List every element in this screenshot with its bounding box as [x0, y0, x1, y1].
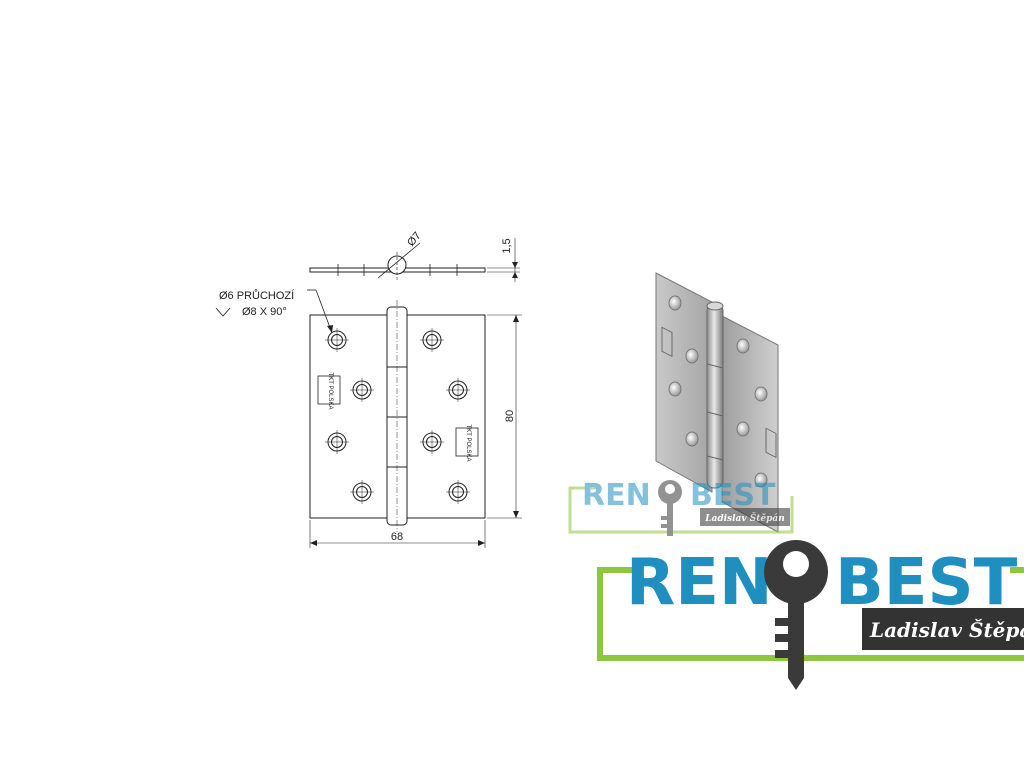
height-label: 80	[504, 410, 516, 422]
manufacturer-stamp: TKT POLSKA	[317, 373, 341, 410]
hinge-3d-render	[655, 272, 779, 533]
pin-diameter-label: Ø7	[405, 230, 424, 249]
hinge-left-leaf	[655, 272, 713, 493]
hole	[446, 480, 470, 504]
hole	[420, 430, 444, 454]
hinge-holes	[325, 328, 470, 504]
hole	[420, 328, 444, 352]
hole-label: Ø6 PRŮCHOZÍ	[219, 289, 295, 302]
hole	[446, 378, 470, 402]
stamp-text-left: TKT POLSKA	[327, 373, 333, 410]
manufacturer-stamp: TKT POLSKA	[455, 425, 479, 462]
hole-note-leader	[215, 289, 333, 334]
owner-name: Ladislav Štěpán	[869, 617, 1024, 642]
thickness-label: 1,5	[501, 238, 513, 253]
width-dimension	[309, 520, 486, 548]
logo-text-left: REN	[626, 546, 773, 620]
hole	[325, 328, 349, 352]
logo-frame	[597, 567, 1024, 661]
logo-small-text-right: BEST	[690, 478, 776, 513]
hole	[350, 480, 374, 504]
key-icon	[764, 540, 828, 690]
key-icon	[658, 480, 682, 536]
stamp-text-right: TKT POLSKA	[465, 425, 471, 462]
logo-small-owner: Ladislav Štěpán	[704, 512, 785, 524]
technical-drawing: TKT POLSKA TKT POLSKA	[215, 230, 522, 548]
width-label: 68	[391, 531, 403, 543]
hinge-top-view	[309, 238, 520, 282]
owner-badge	[862, 608, 1024, 650]
logo-text-right: BEST	[835, 546, 1018, 620]
hinge-knuckle	[706, 303, 724, 489]
hinge-3d-holes	[668, 295, 768, 488]
height-dimension	[487, 314, 522, 519]
renobest-logo: REN BEST Ladislav Štěpán	[597, 540, 1024, 690]
countersink-label: Ø8 X 90°	[242, 306, 287, 318]
hole	[325, 430, 349, 454]
hole	[350, 378, 374, 402]
logo-small-text-left: REN	[582, 478, 651, 513]
renobest-logo-small: REN BEST Ladislav Štěpán	[568, 478, 794, 536]
